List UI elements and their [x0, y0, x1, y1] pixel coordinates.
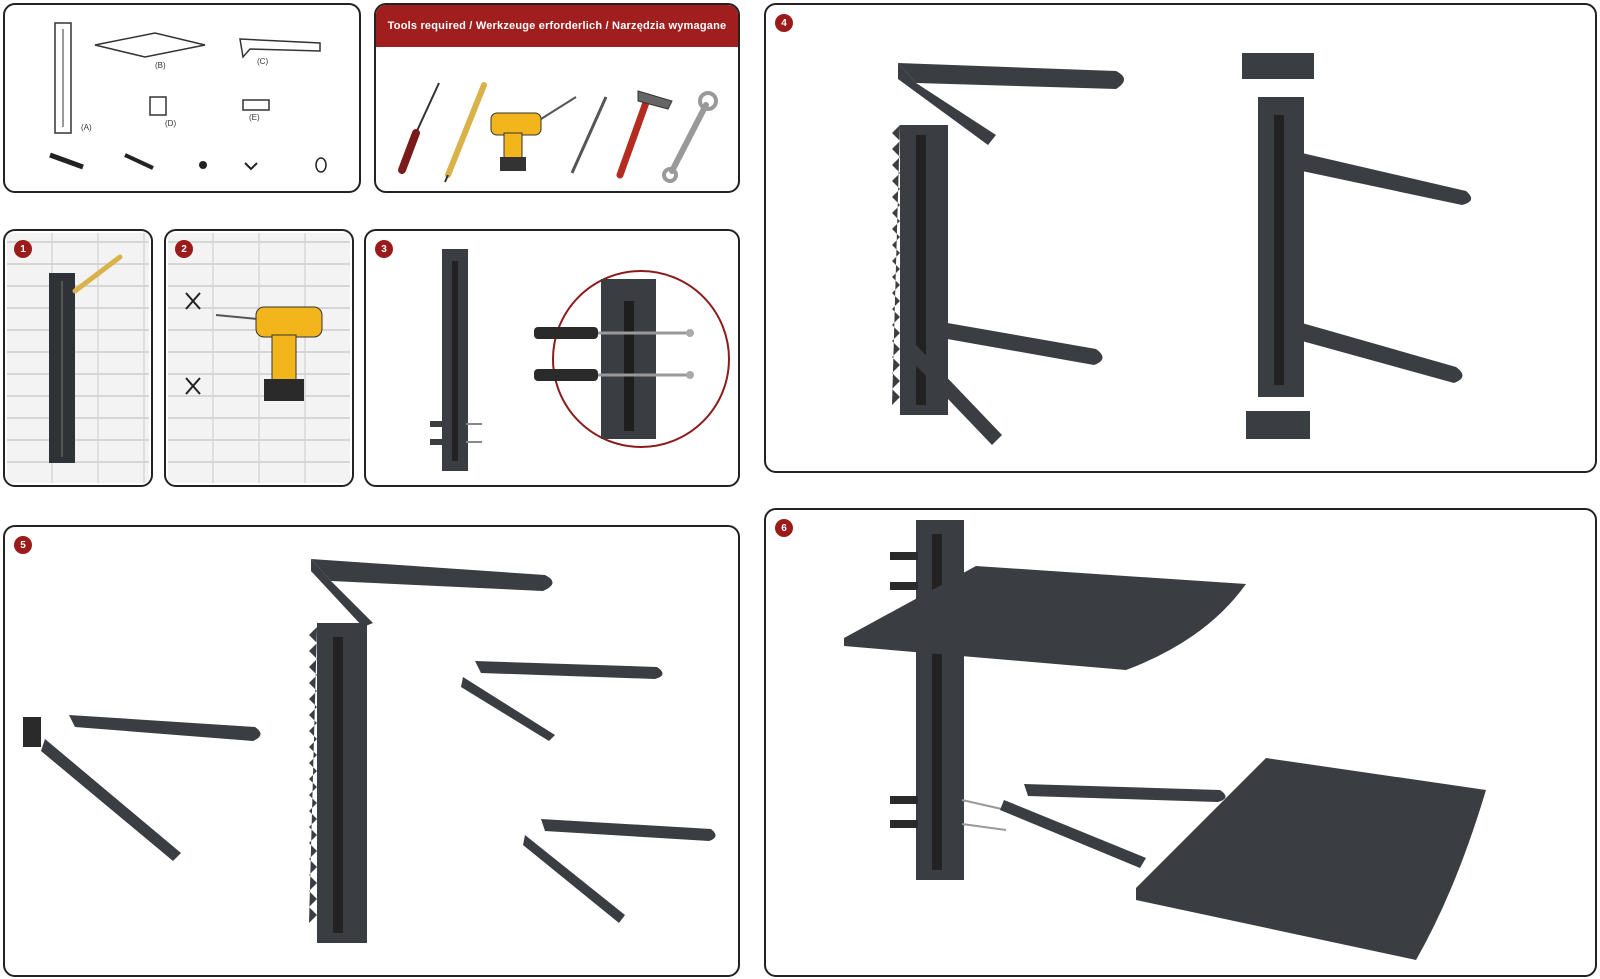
part-label-e: (E) — [249, 113, 260, 122]
part-bracket — [149, 96, 167, 116]
zoom-detail — [534, 270, 730, 448]
step-badge-2: 2 — [175, 240, 193, 258]
part-anchor — [124, 153, 154, 170]
step-5-illustration — [23, 559, 716, 943]
part-label-a: (A) — [81, 123, 92, 132]
arm-top — [311, 559, 553, 627]
step-4-panel: 4 — [764, 3, 1597, 473]
part-arm — [239, 38, 321, 59]
rail-with-anchors — [430, 249, 482, 471]
part-label-d: (D) — [165, 119, 177, 128]
brick-wall — [168, 233, 350, 483]
arm-upper-left — [898, 63, 1124, 145]
step-badge-5: 5 — [14, 536, 32, 554]
rail-left — [892, 125, 948, 415]
step-6-illustration — [844, 520, 1486, 960]
part-label-c: (C) — [257, 57, 269, 66]
arm-lower-right — [1302, 323, 1463, 383]
step-5-panel: 5 — [3, 525, 740, 977]
step-6-panel: 6 — [764, 508, 1597, 977]
part-clip — [242, 99, 270, 111]
brick-wall — [7, 233, 149, 483]
drill-icon — [215, 306, 323, 401]
step-1-panel: 1 — [3, 229, 153, 487]
arm-lower-left — [906, 321, 1103, 445]
parts-illustration — [49, 22, 327, 173]
screwdriver-icon — [398, 82, 440, 174]
pencil-icon — [444, 82, 487, 183]
step-badge-4: 4 — [775, 14, 793, 32]
arm-upper-right — [1302, 153, 1472, 205]
part-screw — [199, 161, 207, 169]
part-washer — [244, 162, 258, 171]
shelf-bottom — [1136, 758, 1486, 960]
wrench-icon — [662, 91, 718, 183]
part-shelf — [94, 32, 206, 58]
rail-right — [1242, 53, 1314, 439]
tools-panel: Tools required / Werkzeuge erforderlich … — [374, 3, 740, 193]
shelf-top — [844, 566, 1246, 670]
drill-icon — [490, 96, 577, 171]
arm-final — [1000, 784, 1226, 868]
arm-left — [23, 715, 261, 861]
step-4-illustration — [892, 53, 1472, 445]
step-3-panel: 3 — [364, 229, 740, 487]
drill-bit-icon — [570, 96, 608, 174]
step-2-panel: 2 — [164, 229, 354, 487]
step-badge-3: 3 — [375, 240, 393, 258]
part-bolt — [49, 152, 84, 170]
part-ring — [315, 157, 327, 173]
parts-panel: (A) (B) (C) (D) (E) — [3, 3, 361, 193]
step-2-illustration — [185, 292, 323, 401]
arm-bottom-right — [523, 819, 716, 923]
pencil-icon — [72, 254, 123, 294]
hammer-icon — [616, 90, 673, 179]
step-1-illustration — [49, 254, 123, 463]
step-3-illustration — [430, 249, 730, 471]
drill-mark-icon — [185, 292, 201, 395]
rail-center — [309, 623, 367, 943]
step-badge-1: 1 — [14, 240, 32, 258]
arm-mid-right — [461, 661, 663, 741]
part-label-b: (B) — [155, 61, 166, 70]
tools-header: Tools required / Werkzeuge erforderlich … — [376, 5, 738, 47]
step-badge-6: 6 — [775, 519, 793, 537]
tools-illustration — [398, 82, 718, 183]
